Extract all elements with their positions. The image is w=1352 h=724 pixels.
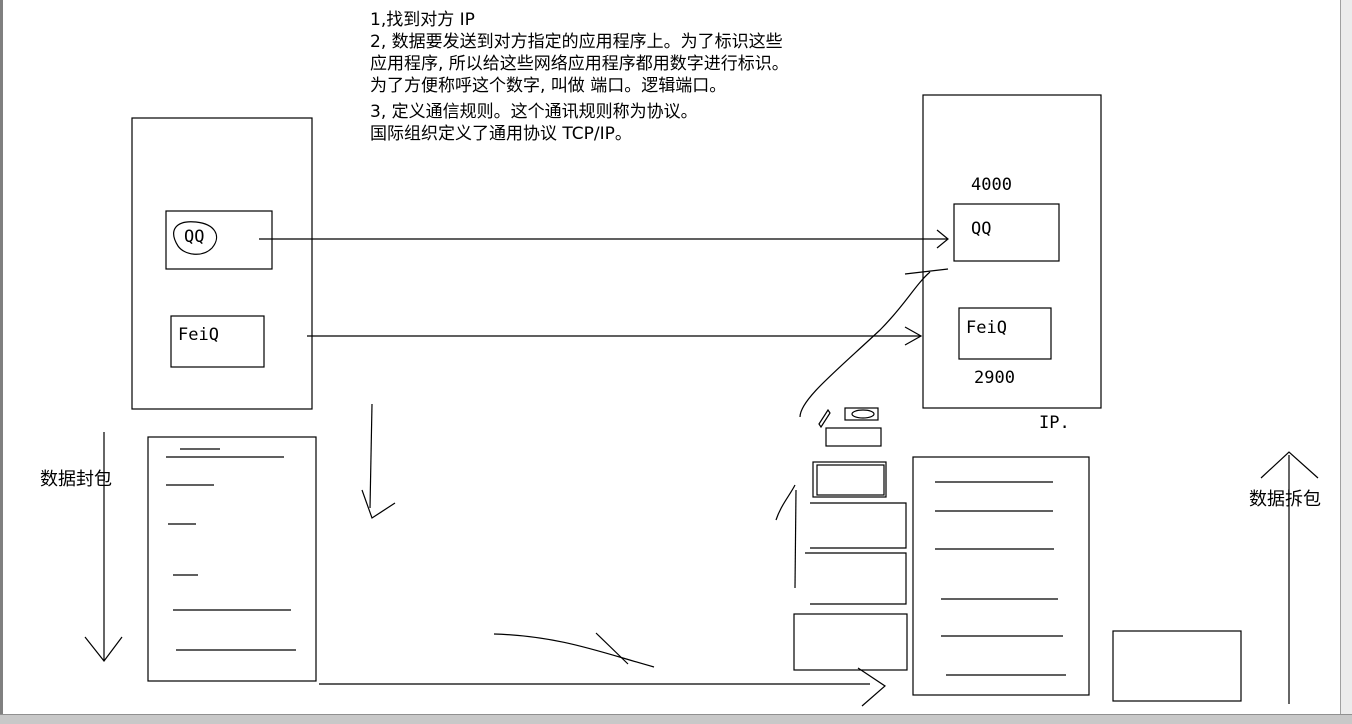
mid-curve-arrow xyxy=(493,633,655,668)
note-line-3: 应用程序, 所以给这些网络应用程序都用数字进行标识。 xyxy=(370,54,789,74)
window-left-edge xyxy=(0,0,3,724)
feiq-arrowhead xyxy=(904,326,923,346)
port-4000-label: 4000 xyxy=(971,175,1012,195)
curve-stroke xyxy=(794,489,797,589)
window-scrollbar[interactable] xyxy=(1340,0,1352,724)
note-line-6: 国际组织定义了通用协议 TCP/IP。 xyxy=(370,124,632,144)
pencil-icon xyxy=(818,408,831,429)
bottom-transfer-arrowhead xyxy=(857,667,886,707)
right-host-box xyxy=(922,94,1102,409)
note-line-1: 1,找到对方 IP xyxy=(370,10,475,30)
stack-layer xyxy=(793,613,908,671)
decapsulate-arrowhead xyxy=(1260,451,1319,479)
right-document xyxy=(912,456,1090,696)
mid-curve-arrowhead xyxy=(595,632,629,665)
left-qq-box xyxy=(165,210,273,270)
stack-layer xyxy=(816,464,885,496)
decapsulate-label: 数据拆包 xyxy=(1249,489,1321,510)
curve-stroke xyxy=(775,484,796,521)
small-down-arrowhead xyxy=(361,489,396,519)
right-qq-box xyxy=(953,203,1060,262)
qq-arrowhead xyxy=(936,229,949,249)
left-feiq-label: FeiQ xyxy=(178,325,219,345)
stack-top-icon xyxy=(844,407,879,421)
right-qq-label: QQ xyxy=(971,219,992,239)
right-feiq-label: FeiQ xyxy=(966,318,1007,338)
window-bottom-edge xyxy=(0,714,1352,724)
right-feiq-box xyxy=(958,307,1052,360)
small-box xyxy=(1112,630,1242,702)
port-2900-label: 2900 xyxy=(974,368,1015,388)
left-host-box xyxy=(131,117,313,410)
note-line-5: 3, 定义通信规则。这个通讯规则称为协议。 xyxy=(370,102,698,122)
ip-label: IP. xyxy=(1039,413,1070,433)
left-qq-label: QQ xyxy=(184,227,205,247)
stack-layer xyxy=(825,427,882,447)
stack-layer xyxy=(805,552,907,605)
encapsulate-arrowhead xyxy=(84,636,123,662)
stack-layer xyxy=(810,502,907,549)
stack-layer xyxy=(812,461,887,498)
note-line-2: 2, 数据要发送到对方指定的应用程序上。为了标识这些 xyxy=(370,32,783,52)
curve-stroke xyxy=(904,268,949,275)
encapsulate-label: 数据封包 xyxy=(40,469,112,490)
stack-top-oval xyxy=(851,409,875,419)
curve-stroke xyxy=(799,271,931,418)
qq-scribble xyxy=(173,221,217,255)
note-line-4: 为了方便称呼这个数字, 叫做 端口。逻辑端口。 xyxy=(370,76,727,96)
left-document xyxy=(147,436,317,682)
left-feiq-box xyxy=(170,315,265,368)
small-down-arrow xyxy=(369,403,373,509)
